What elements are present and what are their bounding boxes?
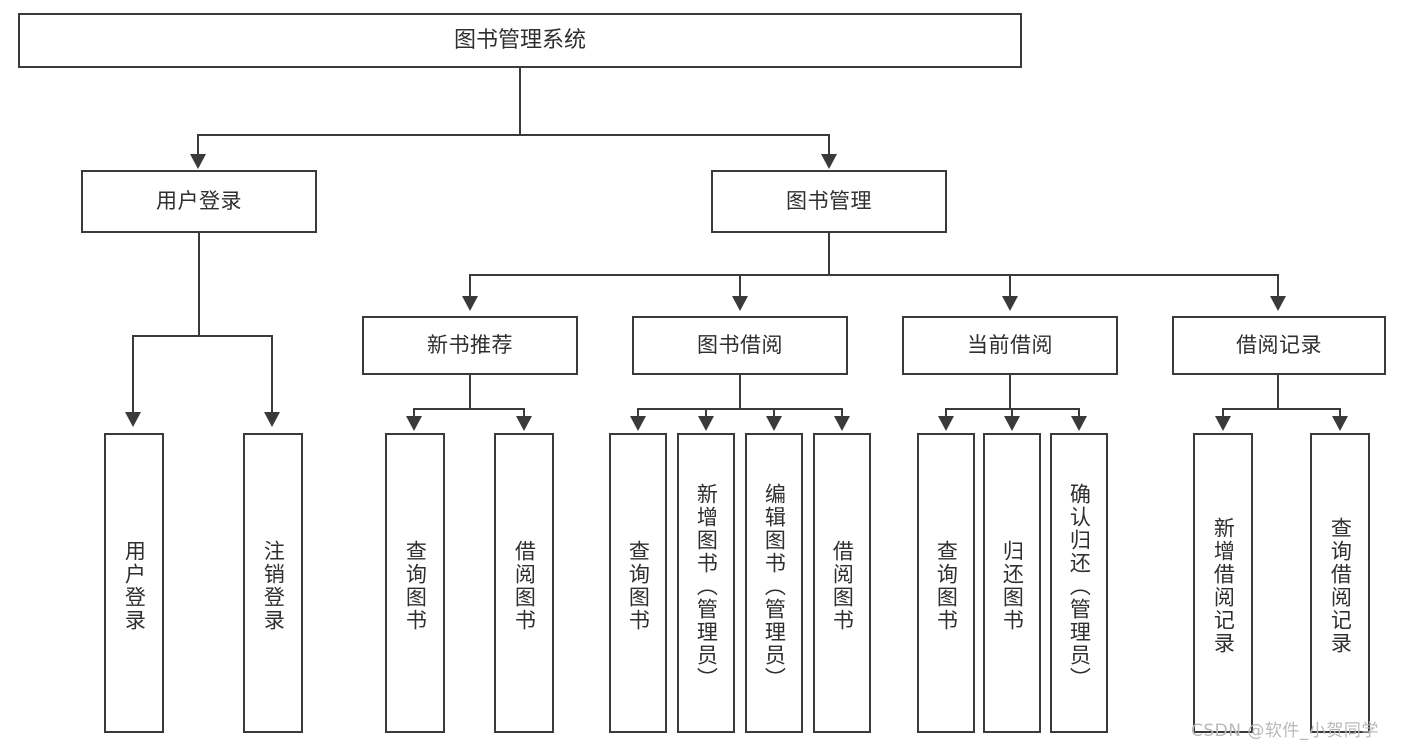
arrowhead-book-mgmt-book-borrow: [732, 296, 748, 311]
node-label: 查询借阅记录: [1328, 517, 1353, 655]
connector-user-login-bus: [133, 335, 272, 337]
arrowhead-book-borrow-leaf-3: [766, 416, 782, 431]
leaf-book-borrow-1[interactable]: 查询图书: [609, 433, 667, 733]
node-label: 归还图书: [1000, 540, 1025, 632]
connector-book-borrow-bus: [638, 408, 843, 410]
arrowhead-book-borrow-leaf-1: [630, 416, 646, 431]
node-label: 确认归还（管理员）: [1067, 482, 1092, 690]
connector-root-to-book-mgmt: [828, 134, 830, 157]
connector-current-borrow-stem: [1009, 375, 1011, 409]
node-root-system[interactable]: 图书管理系统: [18, 13, 1022, 68]
connector-root-bus: [198, 134, 830, 136]
connector-book-mgmt-to-borrow-record: [1277, 274, 1279, 299]
node-book-borrow[interactable]: 图书借阅: [632, 316, 848, 375]
connector-new-book-bus: [414, 408, 524, 410]
arrowhead-user-login-leaf-2: [264, 412, 280, 427]
node-label: 用户登录: [156, 189, 242, 214]
arrowhead-book-mgmt-current-borrow: [1002, 296, 1018, 311]
arrowhead-book-mgmt-borrow-record: [1270, 296, 1286, 311]
connector-borrow-record-leaf-2: [1339, 408, 1341, 420]
connector-user-login-stem: [198, 233, 200, 336]
arrowhead-user-login-leaf-1: [125, 412, 141, 427]
node-new-book-recommend[interactable]: 新书推荐: [362, 316, 578, 375]
node-label: 图书管理: [786, 189, 872, 214]
leaf-user-login-2[interactable]: 注销登录: [243, 433, 303, 733]
leaf-book-borrow-4[interactable]: 借阅图书: [813, 433, 871, 733]
connector-root-stem: [519, 68, 521, 135]
connector-book-mgmt-to-new-book: [469, 274, 471, 299]
leaf-book-borrow-2[interactable]: 新增图书（管理员）: [677, 433, 735, 733]
connector-book-mgmt-stem: [828, 233, 830, 275]
leaf-borrow-record-2[interactable]: 查询借阅记录: [1310, 433, 1370, 733]
arrowhead-book-borrow-leaf-2: [698, 416, 714, 431]
node-label: 新增图书（管理员）: [694, 482, 719, 690]
connector-new-book-leaf-2: [523, 408, 525, 420]
node-label: 借阅图书: [830, 540, 855, 632]
arrowhead-borrow-record-leaf-1: [1215, 416, 1231, 431]
node-book-management[interactable]: 图书管理: [711, 170, 947, 233]
arrowhead-current-borrow-leaf-2: [1004, 416, 1020, 431]
connector-book-borrow-leaf-2: [705, 408, 707, 420]
arrowhead-root-to-user-login: [190, 154, 206, 169]
arrowhead-current-borrow-leaf-1: [938, 416, 954, 431]
connector-book-mgmt-bus: [469, 274, 1279, 276]
node-label: 用户登录: [122, 540, 147, 632]
arrowhead-root-to-book-mgmt: [821, 154, 837, 169]
node-label: 当前借阅: [967, 333, 1053, 358]
connector-new-book-stem: [469, 375, 471, 409]
connector-book-borrow-leaf-4: [841, 408, 843, 420]
arrowhead-book-borrow-leaf-4: [834, 416, 850, 431]
leaf-new-book-2[interactable]: 借阅图书: [494, 433, 554, 733]
node-label: 新书推荐: [427, 333, 513, 358]
node-label: 查询图书: [934, 540, 959, 632]
connector-root-to-user-login: [197, 134, 199, 157]
connector-book-borrow-leaf-1: [637, 408, 639, 420]
leaf-user-login-1[interactable]: 用户登录: [104, 433, 164, 733]
leaf-borrow-record-1[interactable]: 新增借阅记录: [1193, 433, 1253, 733]
arrowhead-current-borrow-leaf-3: [1071, 416, 1087, 431]
connector-book-borrow-leaf-3: [773, 408, 775, 420]
connector-user-login-to-leaf-2: [271, 335, 273, 415]
leaf-current-borrow-3[interactable]: 确认归还（管理员）: [1050, 433, 1108, 733]
node-label: 借阅记录: [1236, 333, 1322, 358]
csdn-watermark: CSDN @软件_小贺同学: [1191, 721, 1379, 741]
leaf-current-borrow-1[interactable]: 查询图书: [917, 433, 975, 733]
connector-new-book-leaf-1: [413, 408, 415, 420]
node-label: 查询图书: [403, 540, 428, 632]
connector-borrow-record-leaf-1: [1222, 408, 1224, 420]
connector-current-borrow-leaf-3: [1078, 408, 1080, 420]
leaf-book-borrow-3[interactable]: 编辑图书（管理员）: [745, 433, 803, 733]
arrowhead-new-book-leaf-2: [516, 416, 532, 431]
node-label: 注销登录: [261, 540, 286, 632]
arrowhead-new-book-leaf-1: [406, 416, 422, 431]
node-borrow-record[interactable]: 借阅记录: [1172, 316, 1386, 375]
connector-book-mgmt-to-current-borrow: [1009, 274, 1011, 299]
connector-user-login-to-leaf-1: [132, 335, 134, 415]
node-current-borrow[interactable]: 当前借阅: [902, 316, 1118, 375]
node-label: 查询图书: [626, 540, 651, 632]
node-label: 图书管理系统: [453, 27, 586, 53]
arrowhead-borrow-record-leaf-2: [1332, 416, 1348, 431]
node-label: 图书借阅: [697, 333, 783, 358]
node-label: 新增借阅记录: [1211, 517, 1236, 655]
node-label: 借阅图书: [512, 540, 537, 632]
connector-book-mgmt-to-book-borrow: [739, 274, 741, 299]
leaf-new-book-1[interactable]: 查询图书: [385, 433, 445, 733]
arrowhead-book-mgmt-new-book: [462, 296, 478, 311]
connector-book-borrow-stem: [739, 375, 741, 409]
leaf-current-borrow-2[interactable]: 归还图书: [983, 433, 1041, 733]
node-label: 编辑图书（管理员）: [762, 482, 787, 690]
node-user-login[interactable]: 用户登录: [81, 170, 317, 233]
connector-current-borrow-leaf-1: [945, 408, 947, 420]
connector-borrow-record-bus: [1223, 408, 1341, 410]
connector-borrow-record-stem: [1277, 375, 1279, 409]
connector-current-borrow-leaf-2: [1011, 408, 1013, 420]
